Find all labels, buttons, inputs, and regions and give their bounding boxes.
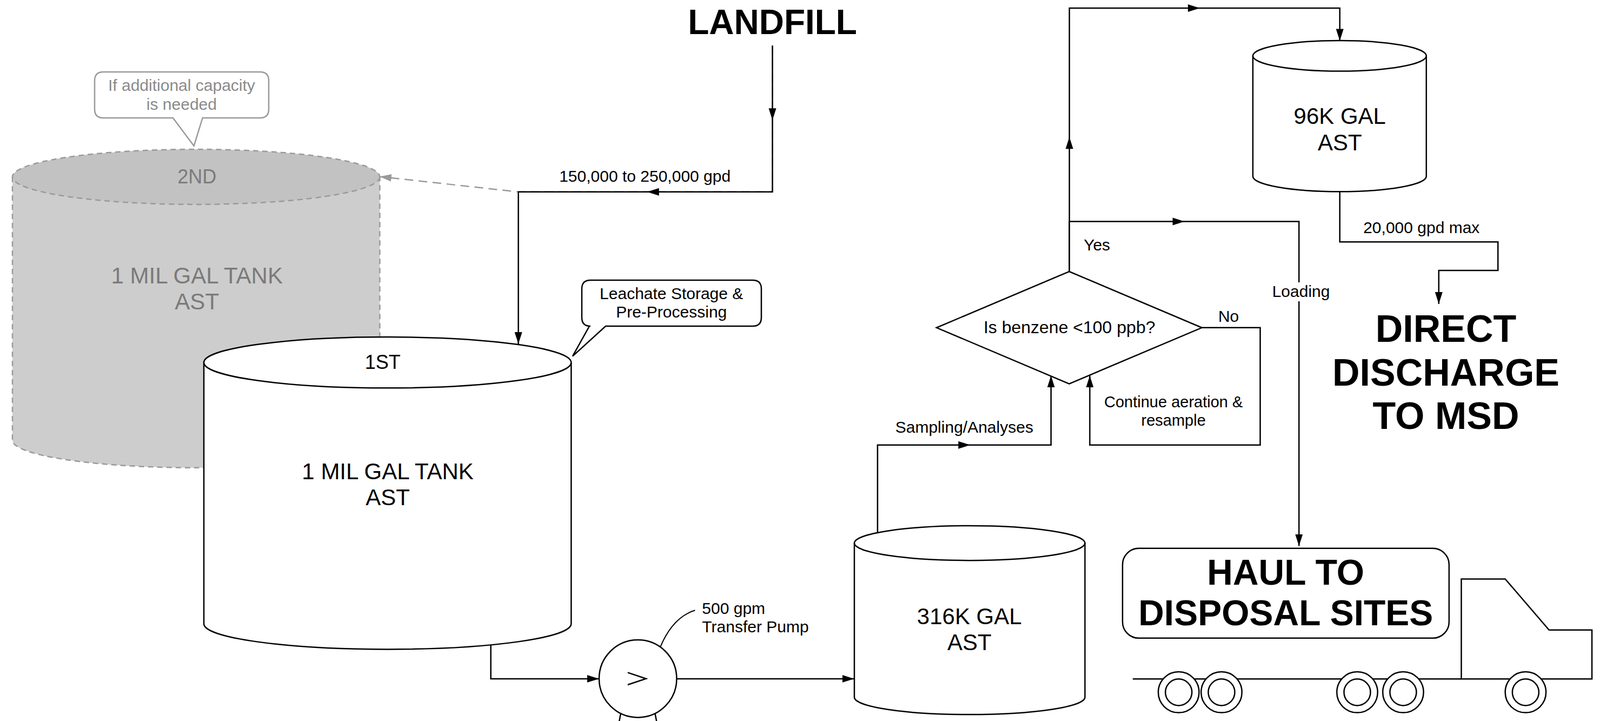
edge-label: Loading — [1269, 282, 1333, 302]
flow-arrowhead — [1187, 4, 1200, 12]
callout-note: Leachate Storage & Pre-Processing — [581, 280, 762, 327]
wheel-hub — [1165, 678, 1192, 706]
node-text: Is benzene <100 ppb? — [983, 317, 1156, 338]
discharge-label: DIRECT DISCHARGE TO MSD — [1319, 307, 1573, 438]
edge-label: 150,000 to 250,000 gpd — [556, 167, 734, 187]
truck-wheel — [1158, 671, 1199, 713]
storage-tank: 316K GAL AST — [854, 525, 1085, 715]
truck-wheel — [1200, 671, 1242, 713]
flow-arrowhead — [647, 188, 660, 196]
pump-casing — [599, 639, 677, 717]
edge-label: Yes — [1080, 235, 1113, 255]
tank-top — [12, 149, 380, 205]
wheel-hub — [1343, 678, 1371, 706]
node-text: LANDFILL — [687, 2, 858, 43]
optional-flow-line — [379, 45, 773, 192]
storage-tank: 1ST 1 MIL GAL TANK AST — [203, 336, 572, 649]
tank-top — [1252, 40, 1427, 72]
flow-line — [518, 45, 773, 344]
node-text: If additional capacity is needed — [103, 76, 261, 114]
pump-impeller — [627, 672, 647, 686]
edge-label: Sampling/Analyses — [892, 417, 1037, 437]
node-text: 96K GAL AST — [1280, 103, 1400, 156]
source-label: LANDFILL — [685, 2, 860, 43]
flow-arrowhead — [1065, 136, 1074, 149]
tank-body — [203, 362, 572, 649]
flow-arrowhead — [768, 108, 777, 121]
tank-body — [1252, 56, 1427, 192]
node-text: HAUL TO DISPOSAL SITES — [1126, 552, 1446, 635]
truck-wheel — [1382, 671, 1424, 713]
flow-line — [490, 645, 600, 679]
wheel-hub — [1389, 678, 1417, 706]
callout-outline — [572, 280, 762, 357]
flow-line — [1069, 221, 1300, 547]
flow-line — [676, 678, 854, 680]
haul-truck: HAUL TO DISPOSAL SITES — [1122, 546, 1595, 715]
tank-top — [854, 525, 1085, 561]
truck-cab — [1461, 578, 1592, 679]
node-text: 2ND — [177, 165, 217, 188]
callout-outline — [94, 71, 269, 146]
transfer-pump-outline — [599, 639, 677, 717]
node-text: 316K GAL AST — [904, 603, 1035, 656]
node-text: DIRECT DISCHARGE TO MSD — [1321, 307, 1571, 438]
node-body-text: 1 MIL GAL TANK AST — [284, 458, 491, 511]
transfer-pump: 500 gpm Transfer Pump — [599, 639, 677, 717]
wheel-hub — [1512, 678, 1539, 706]
diamond-outline — [936, 271, 1203, 384]
node-text: Leachate Storage & Pre-Processing — [590, 284, 753, 322]
flow-line — [1339, 191, 1499, 304]
node-body-text: 1 MIL GAL TANK AST — [94, 262, 300, 316]
truck-wheel — [1336, 671, 1378, 713]
flow-line — [877, 375, 1052, 533]
tank-body — [854, 542, 1085, 715]
tank-top — [203, 336, 572, 388]
node-text: 500 gpm Transfer Pump — [701, 599, 819, 637]
edge-label: 20,000 gpd max — [1360, 218, 1483, 238]
flow-arrowhead — [1172, 217, 1185, 226]
truck-wheel — [1504, 671, 1546, 713]
flow-arrowhead — [958, 441, 971, 449]
note-label: Continue aeration & resample — [1092, 393, 1255, 430]
edge-label: No — [1215, 307, 1242, 327]
storage-tank: 96K GAL AST — [1252, 40, 1427, 192]
wheel-hub — [1207, 678, 1235, 706]
leader-line — [660, 609, 695, 647]
decision-diamond: Is benzene <100 ppb? — [936, 271, 1203, 384]
callout-note: If additional capacity is needed — [94, 71, 269, 118]
truck-tank — [1122, 547, 1450, 638]
node-text: 1ST — [364, 350, 401, 374]
